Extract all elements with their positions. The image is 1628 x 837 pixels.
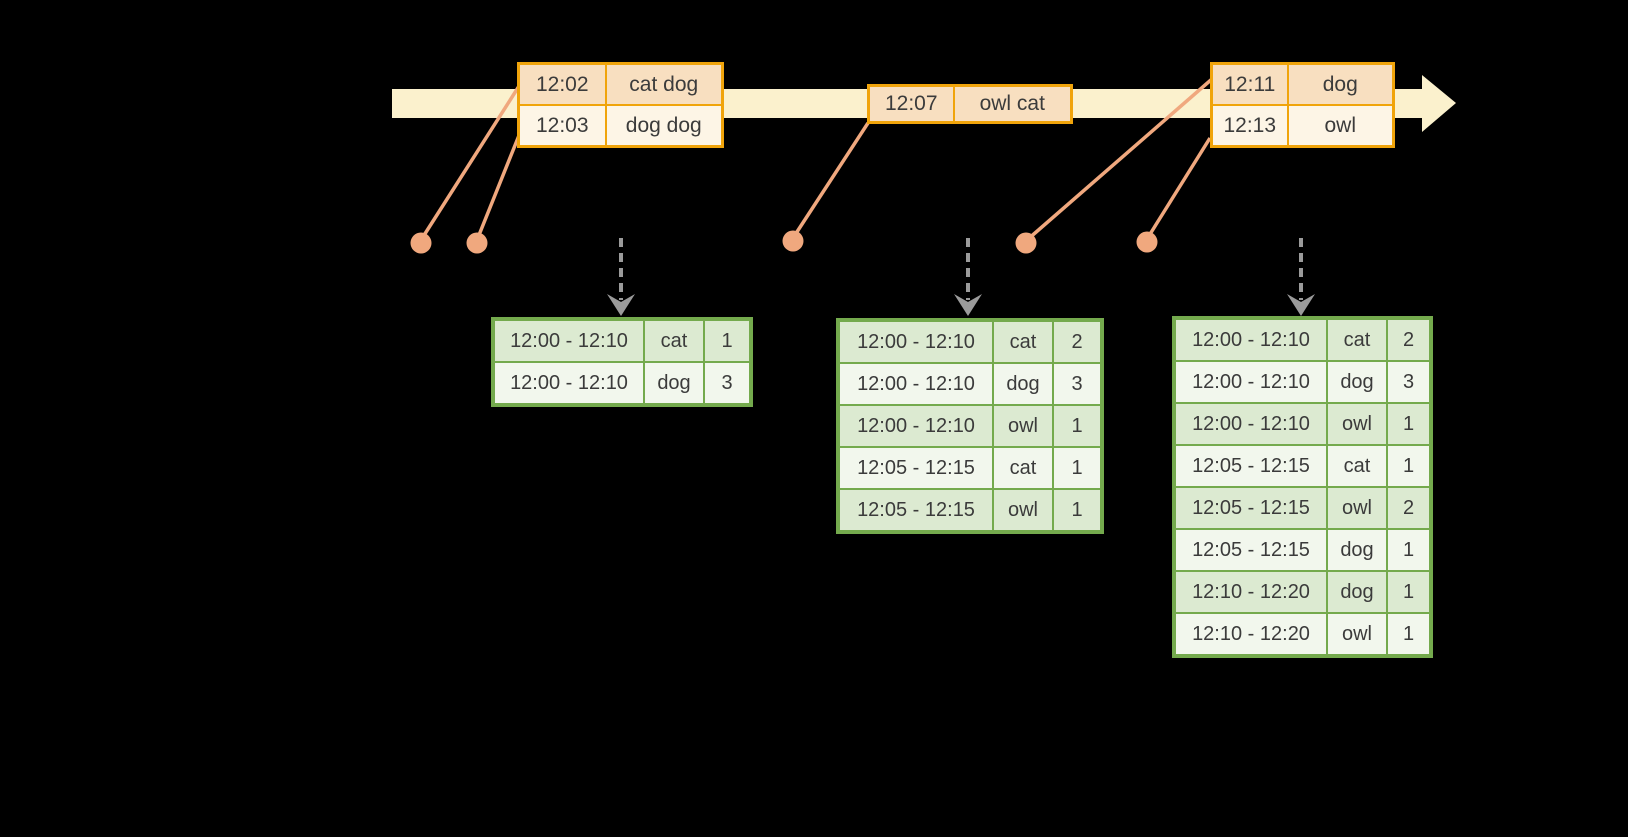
table-cell: cat — [643, 318, 705, 363]
table-cell: 1 — [1052, 488, 1103, 533]
table-cell: 12:05 - 12:15 — [1173, 444, 1328, 488]
table-cell: 12:02 — [517, 62, 607, 106]
table-cell: 12:00 - 12:10 — [492, 361, 645, 406]
event-dot-icon — [782, 230, 804, 252]
table-cell: owl — [992, 404, 1054, 448]
table-cell: dog — [1326, 360, 1388, 404]
table-cell: 12:11 — [1210, 62, 1289, 106]
table-cell: 12:05 - 12:15 — [1173, 486, 1328, 530]
table-cell: 1 — [1386, 570, 1432, 614]
event-dot-icon — [466, 232, 488, 254]
trigger-arrow-icon — [954, 238, 982, 316]
table-cell: 1 — [1386, 528, 1432, 572]
table-cell: cat dog — [604, 62, 724, 106]
table-cell: 3 — [1386, 360, 1432, 404]
table-cell: owl — [1326, 486, 1388, 530]
table-cell: 1 — [1052, 446, 1103, 490]
table-cell: 1 — [1052, 404, 1103, 448]
table-cell: owl — [1286, 104, 1395, 148]
table-cell: dog — [1326, 528, 1388, 572]
event-dot-icon — [1136, 231, 1158, 253]
table-cell: 12:10 - 12:20 — [1173, 612, 1328, 657]
table-cell: 12:00 - 12:10 — [1173, 402, 1328, 446]
table-cell: 12:00 - 12:10 — [837, 362, 994, 406]
table-cell: 12:07 — [867, 84, 955, 124]
table-cell: 12:05 - 12:15 — [837, 488, 994, 533]
event-dot-icon — [410, 232, 432, 254]
table-cell: owl — [992, 488, 1054, 533]
event-dot-icon — [1015, 232, 1037, 254]
table-cell: 1 — [1386, 402, 1432, 446]
table-cell: 12:03 — [517, 104, 607, 148]
table-cell: dog — [992, 362, 1054, 406]
event-connector-line — [1025, 77, 1214, 242]
table-cell: dog — [1286, 62, 1395, 106]
table-cell: 12:00 - 12:10 — [1173, 360, 1328, 404]
table-cell: dog — [643, 361, 705, 406]
event-connector-line — [419, 82, 523, 241]
table-cell: dog — [1326, 570, 1388, 614]
table-cell: owl — [1326, 612, 1388, 657]
table-cell: 3 — [1052, 362, 1103, 406]
table-cell: 12:10 - 12:20 — [1173, 570, 1328, 614]
table-cell: dog dog — [604, 104, 724, 148]
table-cell: 1 — [1386, 612, 1432, 657]
table-cell: 12:00 - 12:10 — [492, 318, 645, 363]
table-cell: 2 — [1386, 317, 1432, 362]
table-cell: 1 — [703, 318, 752, 363]
trigger-arrow-icon — [607, 238, 635, 316]
table-cell: 12:00 - 12:10 — [1173, 317, 1328, 362]
table-cell: 2 — [1052, 319, 1103, 364]
table-cell: cat — [1326, 317, 1388, 362]
table-cell: cat — [1326, 444, 1388, 488]
trigger-arrow-icon — [1287, 238, 1315, 316]
table-cell: 12:05 - 12:15 — [1173, 528, 1328, 572]
event-connector-line — [791, 122, 870, 239]
table-cell: cat — [992, 446, 1054, 490]
table-cell: 12:00 - 12:10 — [837, 404, 994, 448]
table-cell: 12:00 - 12:10 — [837, 319, 994, 364]
table-cell: 1 — [1386, 444, 1432, 488]
table-cell: owl — [1326, 402, 1388, 446]
table-cell: owl cat — [952, 84, 1073, 124]
timeline-arrowhead-icon — [1422, 75, 1456, 132]
event-connector-line — [1145, 137, 1212, 240]
table-cell: 12:05 - 12:15 — [837, 446, 994, 490]
table-cell: cat — [992, 319, 1054, 364]
table-cell: 2 — [1386, 486, 1432, 530]
table-cell: 12:13 — [1210, 104, 1289, 148]
table-cell: 3 — [703, 361, 752, 406]
